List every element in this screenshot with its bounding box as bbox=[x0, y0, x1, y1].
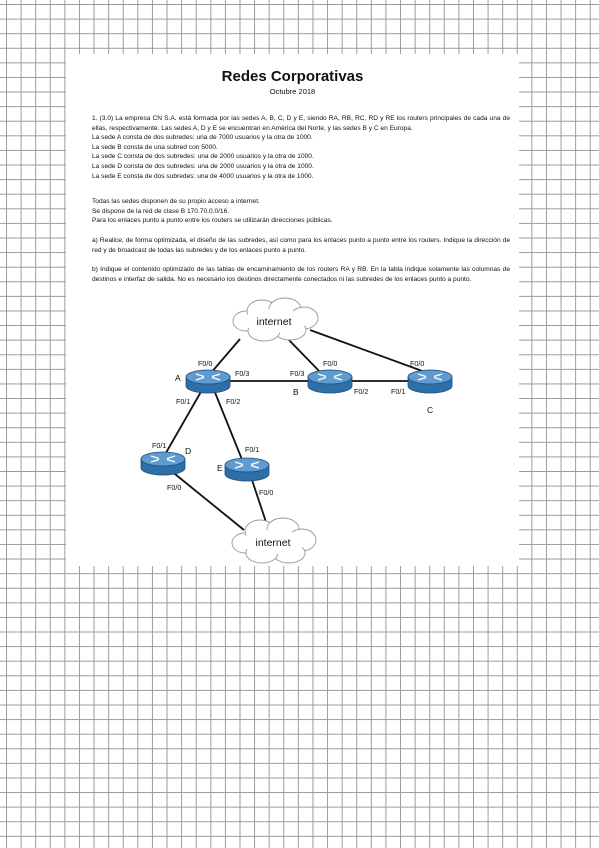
site-c-line: La sede C consta de dos subredes: una de… bbox=[92, 153, 314, 161]
site-b-line: La sede B consta de una subred con 5000. bbox=[92, 143, 218, 151]
notes-block: Todas las sedes disponen de su propio ac… bbox=[92, 197, 510, 226]
exam-sheet: Redes Corporativas Octubre 2018 1. (3.0)… bbox=[66, 54, 519, 566]
part-a: a) Realice, de forma optimizada, el dise… bbox=[92, 237, 510, 254]
question-intro: 1. (3.0) La empresa CN S.A. está formada… bbox=[92, 115, 510, 132]
document-title: Redes Corporativas bbox=[221, 68, 364, 85]
site-d-line: La sede D consta de dos subredes: una de… bbox=[92, 162, 314, 170]
question-1: 1. (3.0) La empresa CN S.A. está formada… bbox=[92, 114, 510, 181]
note-network: Se dispone de la red de clase B 170.70.0… bbox=[92, 207, 230, 215]
note-public: Para los enlaces punto a punto entre los… bbox=[92, 217, 333, 225]
document-date: Octubre 2018 bbox=[269, 87, 316, 96]
part-b: b) Indique el contenido optimizado de la… bbox=[92, 266, 510, 283]
site-e-line: La sede E consta de dos subredes: una de… bbox=[92, 172, 314, 180]
site-a-line: La sede A consta de dos subredes: una de… bbox=[92, 134, 313, 142]
note-internet: Todas las sedes disponen de su propio ac… bbox=[92, 198, 260, 205]
